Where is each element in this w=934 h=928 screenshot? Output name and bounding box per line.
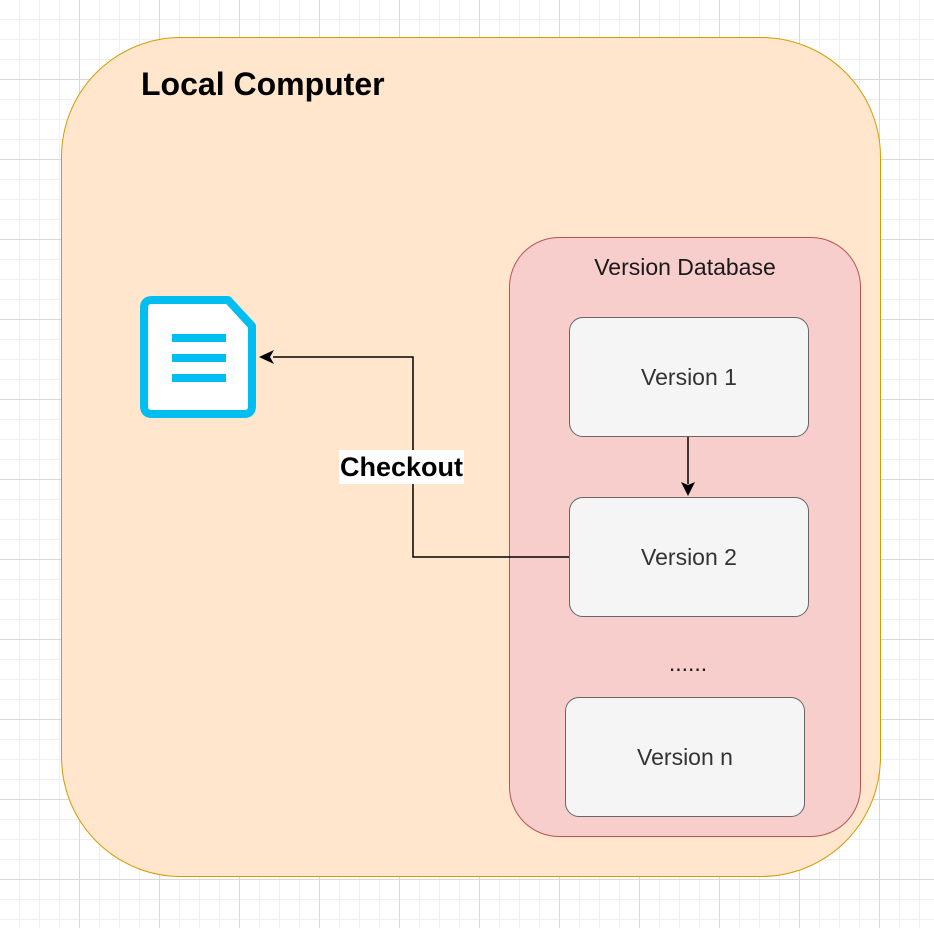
version-1-label: Version 1 [641,363,737,390]
local-computer-title: Local Computer [141,66,385,102]
version-2-node[interactable]: Version 2 [569,497,809,617]
version1-to-version2-arrow[interactable] [681,437,695,496]
version-n-label: Version n [637,743,733,770]
checkout-edge-label: Checkout [339,450,465,484]
version-database-title: Version Database [594,254,776,280]
version-1-node[interactable]: Version 1 [569,317,809,437]
version-n-node[interactable]: Version n [565,697,805,817]
version-2-label: Version 2 [641,543,737,570]
document-icon[interactable] [140,296,258,423]
versions-ellipsis: ...... [668,650,708,676]
